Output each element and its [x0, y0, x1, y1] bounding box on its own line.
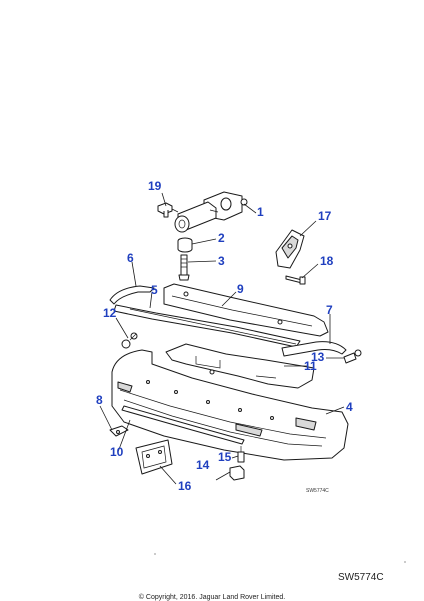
part-4-bumper-cover: [111, 349, 349, 461]
callout-9: 9: [237, 282, 244, 296]
part-18-screw: [285, 275, 306, 285]
part-14-clip: [229, 465, 245, 481]
part-16-plate-bracket: [135, 439, 173, 475]
callout-10: 10: [110, 445, 124, 459]
part-1-mounting-bracket: [174, 191, 248, 233]
part-11-undertray: [165, 343, 315, 389]
callout-8: 8: [96, 393, 103, 407]
callout-11: 11: [304, 359, 317, 373]
part-10-lower-strip: [121, 405, 245, 445]
leader-lines: [99, 192, 345, 485]
part-2-rubber-bush: [177, 237, 193, 253]
callout-4: 4: [346, 400, 353, 414]
reference-code: SW5774C: [338, 572, 384, 583]
callout-16: 16: [178, 479, 192, 493]
part-17-bracket-plate: [275, 229, 305, 269]
callout-1: 1: [257, 205, 264, 219]
part-13-clip: [343, 349, 362, 364]
callouts: 19 1 2 3 17 18 6 5 9 7 12 13 11 4 8 10 1…: [96, 179, 353, 493]
part-7-end-strip: [281, 341, 347, 357]
callout-14: 14: [196, 458, 210, 472]
part-8-bracket: [109, 425, 129, 437]
callout-6: 6: [127, 251, 134, 265]
callout-18: 18: [320, 254, 334, 268]
part-12-clip: [121, 332, 138, 349]
callout-3: 3: [218, 254, 225, 268]
callout-2: 2: [218, 231, 225, 245]
part-6-end-strip: [109, 285, 155, 305]
callout-15: 15: [218, 450, 232, 464]
callout-19: 19: [148, 179, 162, 193]
part-15-fastener: [237, 446, 245, 463]
callout-12: 12: [103, 306, 117, 320]
callout-7: 7: [326, 303, 333, 317]
scan-dot: [154, 553, 156, 555]
callout-5: 5: [151, 283, 158, 297]
part-3-stud-bolt: [178, 254, 190, 281]
diagram-inner-code: SW5774C: [306, 488, 329, 494]
copyright-notice: © Copyright, 2016. Jaguar Land Rover Lim…: [138, 594, 286, 601]
callout-13: 13: [311, 350, 325, 364]
scan-dot: [404, 561, 406, 563]
part-9-rubber-strip: [163, 283, 329, 337]
callout-17: 17: [318, 209, 332, 223]
part-19-bolt: [157, 202, 179, 218]
